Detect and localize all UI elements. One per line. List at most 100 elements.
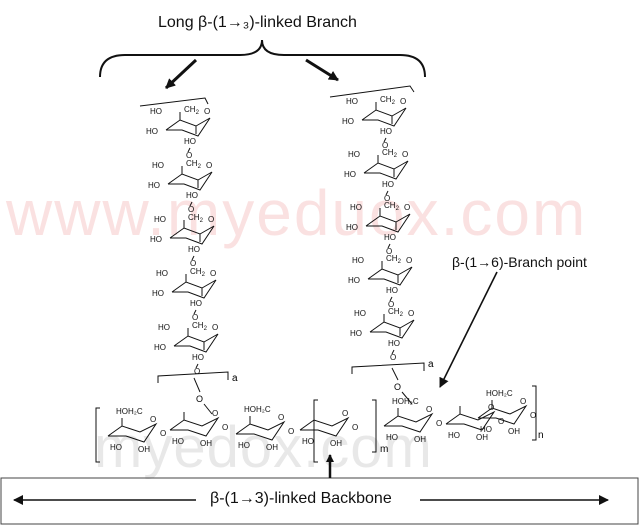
link-o-label: O (436, 419, 442, 428)
ring-o-label: O (204, 107, 210, 116)
link-o-label: O (384, 194, 390, 203)
ho-label: HO (150, 107, 162, 116)
ring-o-label: O (488, 403, 494, 412)
branch-title: Long β-(1→₃)-linked Branch (158, 14, 357, 31)
ho-label: HO (148, 181, 160, 190)
ho-label: HO (186, 191, 198, 200)
left-link-2 (203, 403, 213, 415)
ho-label: HO (172, 437, 184, 446)
subscript: 2 (196, 110, 200, 116)
ring-bond (235, 420, 286, 441)
ho-label: HO (192, 353, 204, 362)
backbone-m: m (380, 444, 388, 455)
ho-label: HO (158, 323, 170, 332)
ho-label: HO (342, 117, 354, 126)
right-link-1 (391, 367, 399, 381)
backbone-bracket-m-open (313, 399, 318, 463)
ring-bond (299, 416, 350, 437)
ho-label: HO (352, 256, 364, 265)
ho-label: HO (156, 269, 168, 278)
ring-o-label: O (212, 323, 218, 332)
subscript: 2 (400, 312, 404, 318)
ring-bond (173, 333, 219, 353)
ho-label: HO (354, 309, 366, 318)
right-link-2 (401, 391, 413, 405)
link-o-label: O (190, 259, 196, 268)
subscript: 2 (200, 218, 204, 224)
ring-bond (367, 266, 413, 286)
ho-label: HO (382, 180, 394, 189)
ch2-label: CH2 (386, 254, 402, 265)
backbone-bracket-m-close (372, 399, 377, 453)
ring-bond (169, 416, 220, 437)
ring-o-label: O (404, 203, 410, 212)
ring-o-label: O (402, 150, 408, 159)
link-o-label: O (498, 417, 504, 426)
link-bond (195, 363, 199, 369)
link-bond (193, 309, 197, 315)
link-o-label: O (388, 300, 394, 309)
ho-label: HO (388, 339, 400, 348)
ring-bond (383, 412, 434, 433)
ring-o-label: O (210, 269, 216, 278)
ho-label: HO (152, 289, 164, 298)
ho-label: HO (384, 233, 396, 242)
ho-label: HO (184, 137, 196, 146)
ho-label: HO (348, 150, 360, 159)
link-o-label: O (222, 423, 228, 432)
link-bond (389, 296, 393, 302)
subscript: 2 (396, 206, 400, 212)
subscript: 2 (202, 272, 206, 278)
hoh2c-label: HOH₂C (392, 397, 419, 406)
subscript: 2 (392, 100, 396, 106)
link-o-label: O (390, 353, 396, 362)
oh-label: OH (330, 439, 342, 448)
oh-label: OH (508, 427, 520, 436)
ho-label: HO (150, 235, 162, 244)
oh-label: OH (200, 439, 212, 448)
link-o-label: O (288, 427, 294, 436)
subscript: 2 (204, 326, 208, 332)
ring-o-label: O (212, 409, 218, 418)
ho-label: HO (188, 245, 200, 254)
link-o-label: O (530, 411, 536, 420)
backbone-n: n (538, 430, 544, 441)
ch2-label: CH2 (184, 105, 200, 116)
ring-o-label: O (426, 405, 432, 414)
oh-label: OH (476, 433, 488, 442)
link-bond (383, 137, 387, 143)
ho-label: HO (344, 170, 356, 179)
ring-o-label: O (206, 161, 212, 170)
subscript: 2 (394, 153, 398, 159)
link-bond (189, 201, 193, 207)
right-chain-cap (329, 85, 415, 98)
link-o-label: O (188, 205, 194, 214)
ho-label: HO (190, 299, 202, 308)
branch-point-arrow (439, 271, 498, 388)
ring-o-label: O (208, 215, 214, 224)
brace-arrow-right (305, 58, 339, 82)
ring-bond (167, 171, 213, 191)
ring-o-label: O (520, 397, 526, 406)
ho-label: HO (448, 431, 460, 440)
ho-label: HO (386, 433, 398, 442)
subscript: 2 (198, 164, 202, 170)
ring-o-label: O (278, 413, 284, 422)
ho-label: HO (480, 425, 492, 434)
branch-brace (99, 39, 426, 78)
ring-bond (369, 319, 415, 339)
ring-bond (107, 422, 158, 443)
